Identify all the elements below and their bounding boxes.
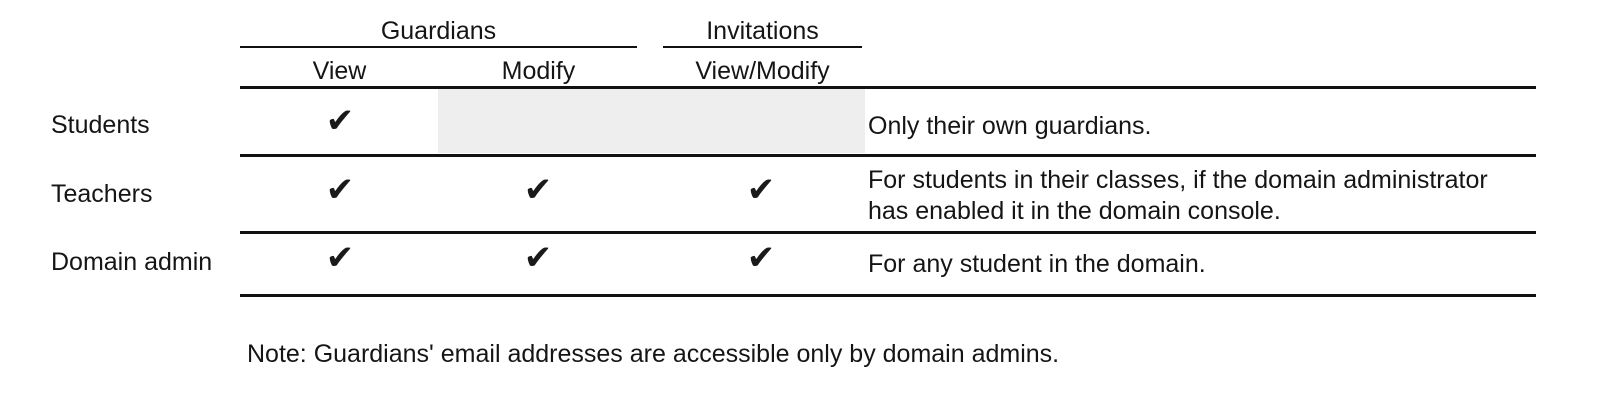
table-cell-students-description: Only their own guardians. [868,112,1152,140]
column-group-header-invitations: Invitations [706,17,819,45]
row-header-teachers: Teachers [51,180,153,208]
table-cell-shaded-students-modify-invitations [438,89,865,153]
row-rule-after-teachers [240,231,1536,234]
table-cell-teachers-guardians-modify: ✔ [523,170,553,210]
column-header-view-modify: View/Modify [695,57,830,85]
column-header-modify: Modify [501,57,576,85]
row-rule-after-students [240,154,1536,157]
table-cell-teachers-guardians-view: ✔ [325,170,355,210]
group-underline-invitations [663,46,862,48]
column-group-header-guardians: Guardians [380,17,497,45]
table-cell-domain-admin-guardians-view: ✔ [325,238,355,278]
table-cell-domain-admin-description: For any student in the domain. [868,250,1206,278]
footer-note: Note: Guardians' email addresses are acc… [247,340,1060,368]
table-cell-students-guardians-view: ✔ [325,101,355,141]
table-cell-domain-admin-invitations-view-modify: ✔ [746,238,776,278]
row-header-domain-admin: Domain admin [51,248,213,276]
column-header-view: View [312,57,367,85]
table-cell-teachers-description: For students in their classes, if the do… [868,166,1488,225]
group-underline-guardians [240,46,637,48]
table-cell-domain-admin-guardians-modify: ✔ [523,238,553,278]
table-cell-teachers-invitations-view-modify: ✔ [746,170,776,210]
header-bottom-rule [240,86,1536,89]
table-bottom-rule [240,294,1536,297]
row-header-students: Students [51,111,150,139]
